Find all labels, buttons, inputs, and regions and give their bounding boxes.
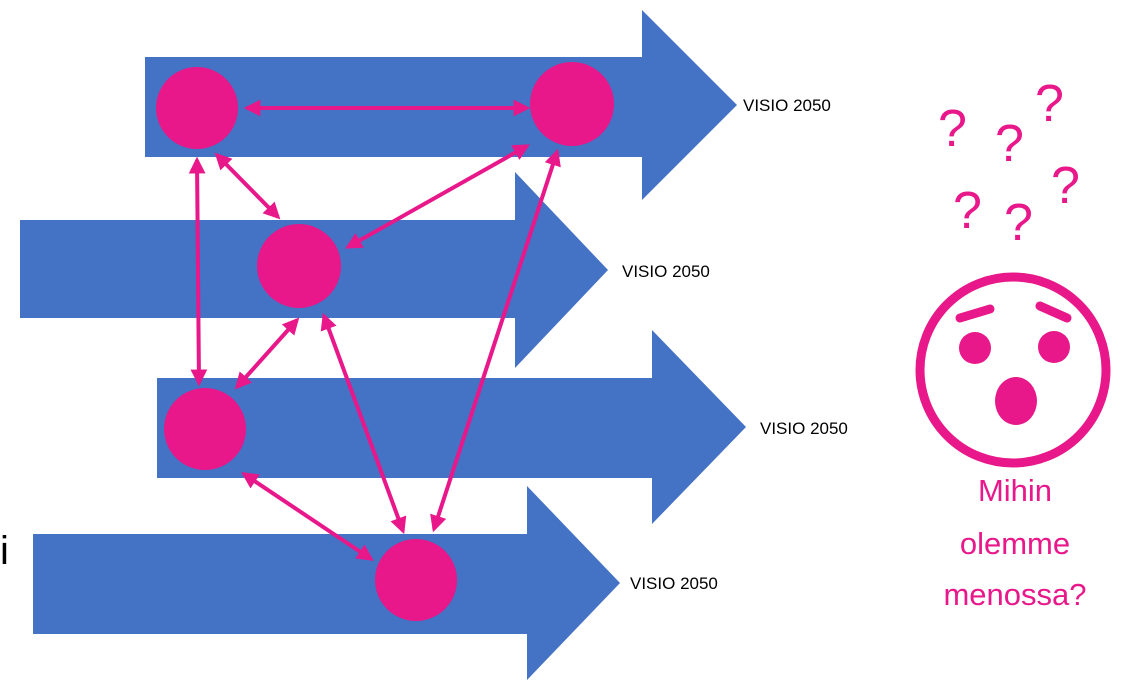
vision-label-1: VISIO 2050 bbox=[743, 96, 831, 115]
shocked-face-icon bbox=[915, 272, 1111, 468]
right-eye bbox=[1038, 331, 1070, 363]
connector-2-6 bbox=[430, 148, 561, 533]
connector-3-4 bbox=[234, 317, 300, 390]
node-circle-1 bbox=[156, 67, 238, 149]
left-eyebrow bbox=[955, 304, 995, 323]
mouth bbox=[995, 377, 1037, 425]
question-mark-6: ? bbox=[1051, 157, 1080, 215]
question-mark-3: ? bbox=[1035, 75, 1064, 133]
question-mark-4: ? bbox=[953, 182, 982, 240]
node-circle-2 bbox=[530, 62, 614, 146]
question-mark-1: ? bbox=[938, 100, 967, 158]
arrow-row-4: VISIO 2050 bbox=[33, 486, 718, 680]
arrow-row-1: VISIO 2050 bbox=[145, 10, 831, 200]
arrow-row-2: VISIO 2050 bbox=[20, 172, 710, 368]
left-eye bbox=[959, 332, 991, 364]
question-mark-2: ? bbox=[995, 115, 1024, 173]
big-arrow-4 bbox=[33, 486, 620, 680]
connector-4-6 bbox=[241, 472, 374, 561]
connector-3-6 bbox=[320, 312, 407, 535]
right-eyebrow bbox=[1035, 301, 1072, 323]
connector-1-3 bbox=[214, 152, 281, 220]
question-marks: ? ? ? ? ? ? bbox=[938, 75, 1080, 252]
face-outline bbox=[915, 272, 1111, 468]
node-circle-5 bbox=[375, 539, 457, 621]
caption-line-2: olemme bbox=[960, 526, 1070, 561]
edge-glyph: i bbox=[0, 529, 9, 573]
connectors bbox=[188, 99, 561, 561]
vision-label-2: VISIO 2050 bbox=[622, 262, 710, 281]
caption-line-3: menossa? bbox=[943, 577, 1086, 612]
question-mark-5: ? bbox=[1004, 194, 1033, 252]
node-circle-3 bbox=[257, 224, 341, 308]
vision-label-3: VISIO 2050 bbox=[760, 419, 848, 438]
connector-1-4 bbox=[188, 156, 208, 387]
caption-line-1: Mihin bbox=[978, 473, 1052, 508]
face-caption: Mihin olemme menossa? bbox=[943, 473, 1086, 612]
circle-nodes bbox=[156, 62, 614, 621]
node-circle-4 bbox=[164, 388, 246, 470]
vision-label-4: VISIO 2050 bbox=[630, 574, 718, 593]
